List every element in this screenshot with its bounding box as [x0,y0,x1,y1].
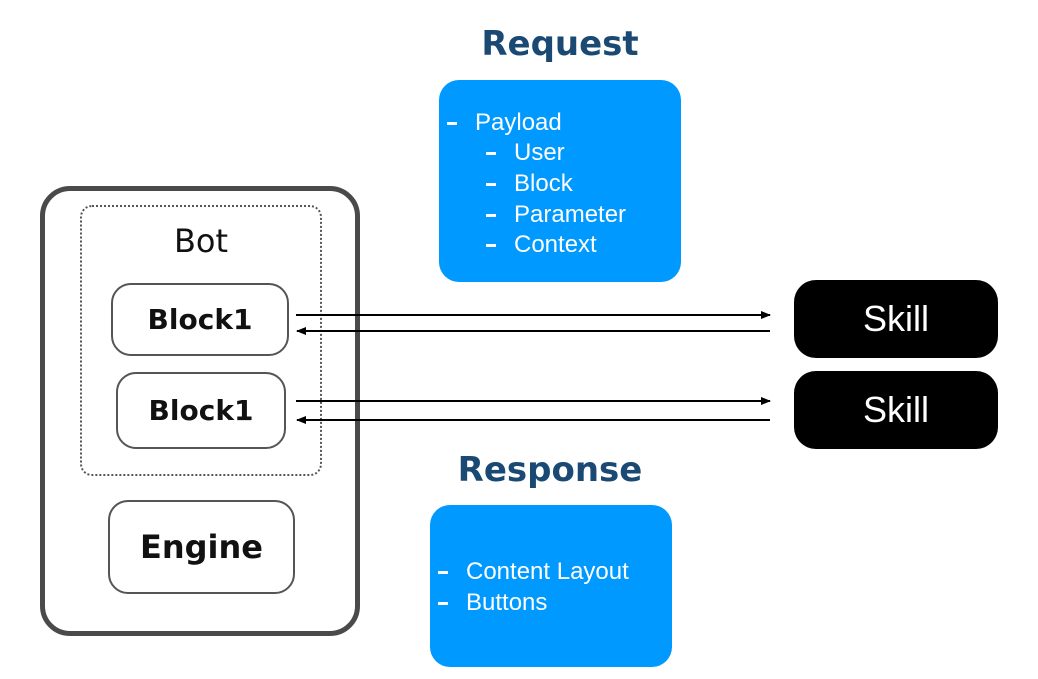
request-item: Context [486,231,597,259]
bot-container [80,205,322,476]
block-node-1: Block1 [111,283,289,356]
request-item: Block [486,170,573,198]
request-title: Request [481,24,639,64]
engine-node: Engine [108,500,295,594]
response-item: Content Layout [438,558,629,586]
response-item: Buttons [438,589,547,617]
skill-node-2: Skill [794,371,998,449]
request-item: Payload [447,109,562,137]
bot-platform-frame [40,186,360,636]
dash-icon [486,213,496,217]
bot-label: Bot [173,222,229,260]
dash-icon [438,570,448,574]
dash-icon [486,151,496,155]
dash-icon [486,243,496,247]
response-title: Response [457,450,643,490]
block-node-2: Block1 [116,372,286,449]
request-item: User [486,139,565,167]
request-item: Parameter [486,201,626,229]
dash-icon [486,182,496,186]
dash-icon [447,121,457,125]
response-card: Content Layout Buttons [430,505,672,667]
dash-icon [438,601,448,605]
skill-node-1: Skill [794,280,998,358]
request-card: Payload User Block Parameter Context [439,80,681,282]
